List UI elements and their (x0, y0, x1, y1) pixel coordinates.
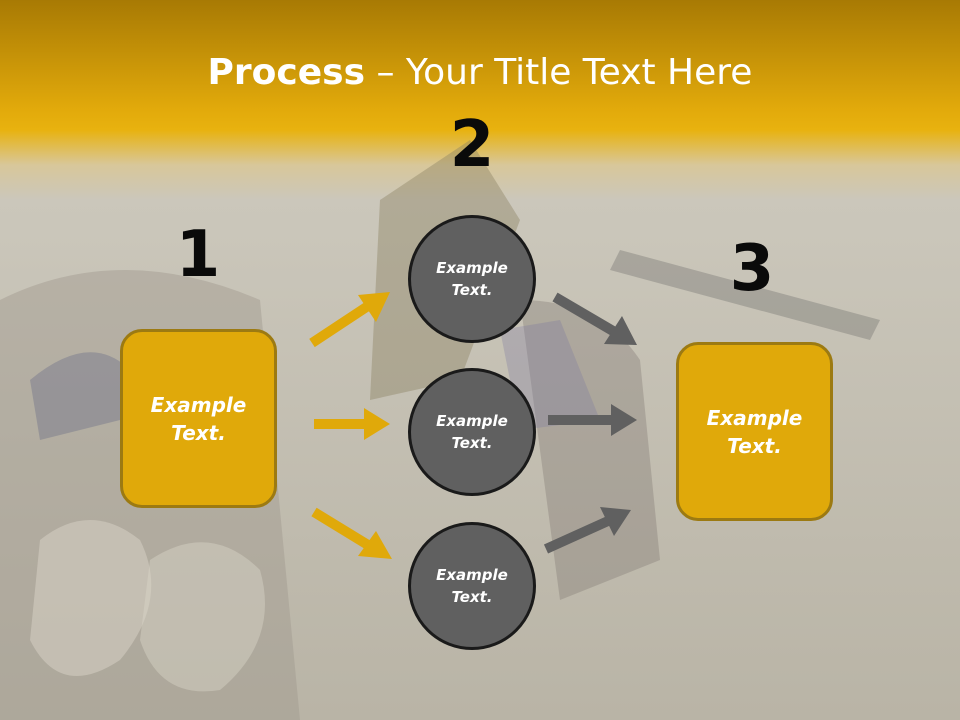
step-2-circle-top: Example Text. (408, 215, 536, 343)
step-1-number: 1 (175, 218, 221, 292)
step-2-label-top: Example Text. (436, 258, 508, 300)
slide-title: Process – Your Title Text Here (0, 52, 960, 93)
step-3-box: Example Text. (676, 342, 833, 521)
step-2-circle-middle: Example Text. (408, 368, 536, 496)
step-1-box: Example Text. (120, 329, 277, 508)
title-bold: Process (207, 52, 366, 93)
step-2-circle-bottom: Example Text. (408, 522, 536, 650)
step-3-label: Example Text. (706, 405, 803, 458)
step-2-number: 2 (449, 108, 495, 182)
step-2-label-bottom: Example Text. (436, 565, 508, 607)
step-3-number: 3 (729, 232, 775, 306)
title-rest: – Your Title Text Here (365, 52, 753, 93)
step-2-label-middle: Example Text. (436, 411, 508, 453)
step-1-label: Example Text. (150, 392, 247, 445)
